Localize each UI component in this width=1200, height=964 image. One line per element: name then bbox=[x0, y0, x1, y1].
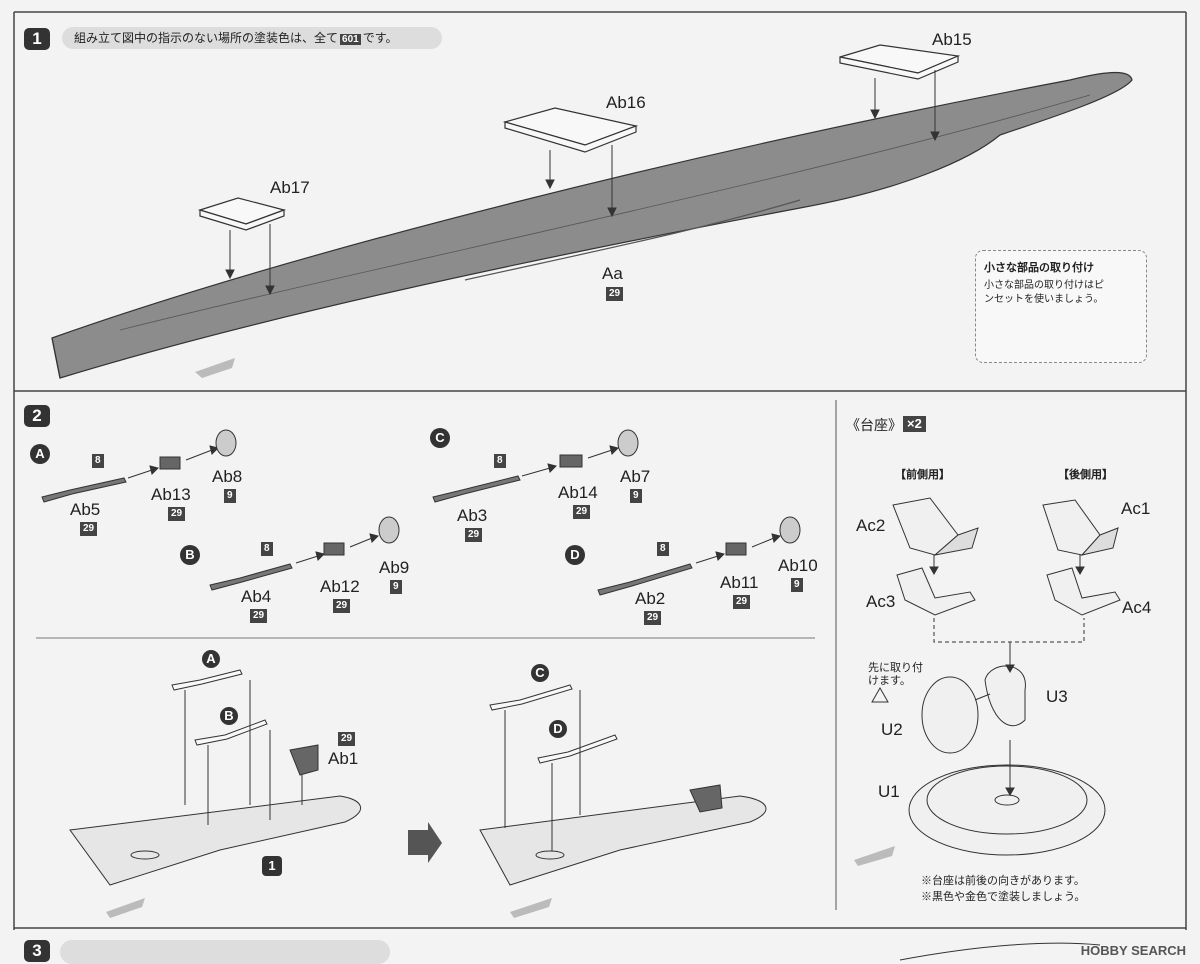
step1-arrows bbox=[225, 70, 940, 296]
stand-count: ×2 bbox=[903, 416, 926, 432]
paint-code-ab10: 9 bbox=[791, 578, 803, 592]
part-label-ab14: Ab14 bbox=[558, 483, 598, 502]
rod-code-c: 8 bbox=[494, 454, 506, 468]
assembly-letter-b: B bbox=[220, 707, 238, 725]
rear-label: 【後側用】 bbox=[1058, 469, 1113, 481]
part-label-ac1: Ac1 bbox=[1121, 499, 1151, 518]
assembly-letter-d: D bbox=[549, 720, 567, 738]
paint-code-ab2: 29 bbox=[644, 611, 662, 625]
step-number-2: 2 bbox=[24, 405, 50, 427]
stand-arrows bbox=[871, 555, 1085, 797]
part-label-ac3: Ac3 bbox=[866, 592, 896, 611]
part-label-u3: U3 bbox=[1046, 687, 1068, 706]
paint-code-ab12: 29 bbox=[333, 599, 351, 613]
part-label-ab2: Ab2 bbox=[635, 589, 666, 608]
stand-note-1: ※台座は前後の向きがあります。 bbox=[921, 875, 1085, 887]
paint-code-ab7: 9 bbox=[630, 489, 642, 503]
paint-code-ab8: 9 bbox=[224, 489, 236, 503]
hull-aa bbox=[51, 71, 1133, 379]
deck-parts bbox=[197, 44, 961, 231]
next-arrow-icon bbox=[408, 822, 442, 863]
part-label-ab15: Ab15 bbox=[932, 30, 972, 49]
paint-code-ab1: 29 bbox=[338, 732, 356, 746]
part-label-ac4: Ac4 bbox=[1122, 598, 1152, 617]
paint-code-ab11: 29 bbox=[733, 595, 751, 609]
part-label-ab7: Ab7 bbox=[620, 467, 651, 486]
paint-code-ab3: 29 bbox=[465, 528, 483, 542]
part-label-ab16: Ab16 bbox=[606, 93, 646, 112]
paint-code: 601 bbox=[340, 34, 361, 45]
paint-note-suffix: です。 bbox=[362, 31, 398, 45]
part-label-ab5: Ab5 bbox=[70, 500, 101, 519]
step-number-3: 3 bbox=[24, 940, 50, 962]
front-label: 【前側用】 bbox=[895, 469, 950, 481]
part-label-ab17: Ab17 bbox=[270, 178, 310, 197]
subassembly-letter-a: A bbox=[30, 444, 50, 464]
assembly-letter-a: A bbox=[202, 650, 220, 668]
subassembly-letter-b: B bbox=[180, 545, 200, 565]
part-label-ac2: Ac2 bbox=[856, 516, 886, 535]
part-label-ab10: Ab10 bbox=[778, 556, 818, 575]
step2-parts bbox=[41, 429, 801, 596]
part-label-ab9: Ab9 bbox=[379, 558, 410, 577]
subassembly-letter-d: D bbox=[565, 545, 585, 565]
part-label-aa: Aa bbox=[602, 264, 623, 283]
stand-parts bbox=[892, 497, 1121, 856]
part-label-ab13: Ab13 bbox=[151, 485, 191, 504]
step-number-1: 1 bbox=[24, 28, 50, 50]
paint-code-ab5: 29 bbox=[80, 522, 98, 536]
part-label-ab4: Ab4 bbox=[241, 587, 272, 606]
first-note: 先に取り付けます。 bbox=[868, 662, 923, 687]
rod-code-d: 8 bbox=[657, 542, 669, 556]
part-label-ab3: Ab3 bbox=[457, 506, 488, 525]
subassembly-letter-c: C bbox=[430, 428, 450, 448]
paint-code-ab14: 29 bbox=[573, 505, 591, 519]
part-label-ab11: Ab11 bbox=[720, 573, 759, 592]
rod-code-b: 8 bbox=[261, 542, 273, 556]
tip-body: 小さな部品の取り付けはピンセットを使いましょう。 bbox=[984, 280, 1104, 305]
paint-code-aa: 29 bbox=[606, 287, 624, 301]
tip-box: 小さな部品の取り付け 小さな部品の取り付けはピンセットを使いましょう。 bbox=[975, 250, 1147, 363]
tip-title: 小さな部品の取り付け bbox=[984, 262, 1094, 274]
paint-note-prefix: 組み立て図中の指示のない場所の塗装色は、全て bbox=[74, 31, 339, 45]
paint-code-ab9: 9 bbox=[390, 580, 402, 594]
part-label-u2: U2 bbox=[881, 720, 903, 739]
stand-title: 《台座》 bbox=[846, 417, 902, 433]
part-label-ab8: Ab8 bbox=[212, 467, 243, 486]
assembly-letter-c: C bbox=[531, 664, 549, 682]
part-label-ab1: Ab1 bbox=[328, 749, 359, 768]
step-ref-1: 1 bbox=[262, 856, 282, 876]
paint-code-ab4: 29 bbox=[250, 609, 268, 623]
watermark: HOBBY SEARCH bbox=[1080, 943, 1186, 958]
paint-code-ab13: 29 bbox=[168, 507, 186, 521]
part-label-ab12: Ab12 bbox=[320, 577, 360, 596]
rod-code-a: 8 bbox=[92, 454, 104, 468]
part-label-u1: U1 bbox=[878, 782, 900, 801]
step2-assembly bbox=[69, 669, 767, 886]
stand-note-2: ※黒色や金色で塗装しましょう。 bbox=[921, 891, 1086, 903]
